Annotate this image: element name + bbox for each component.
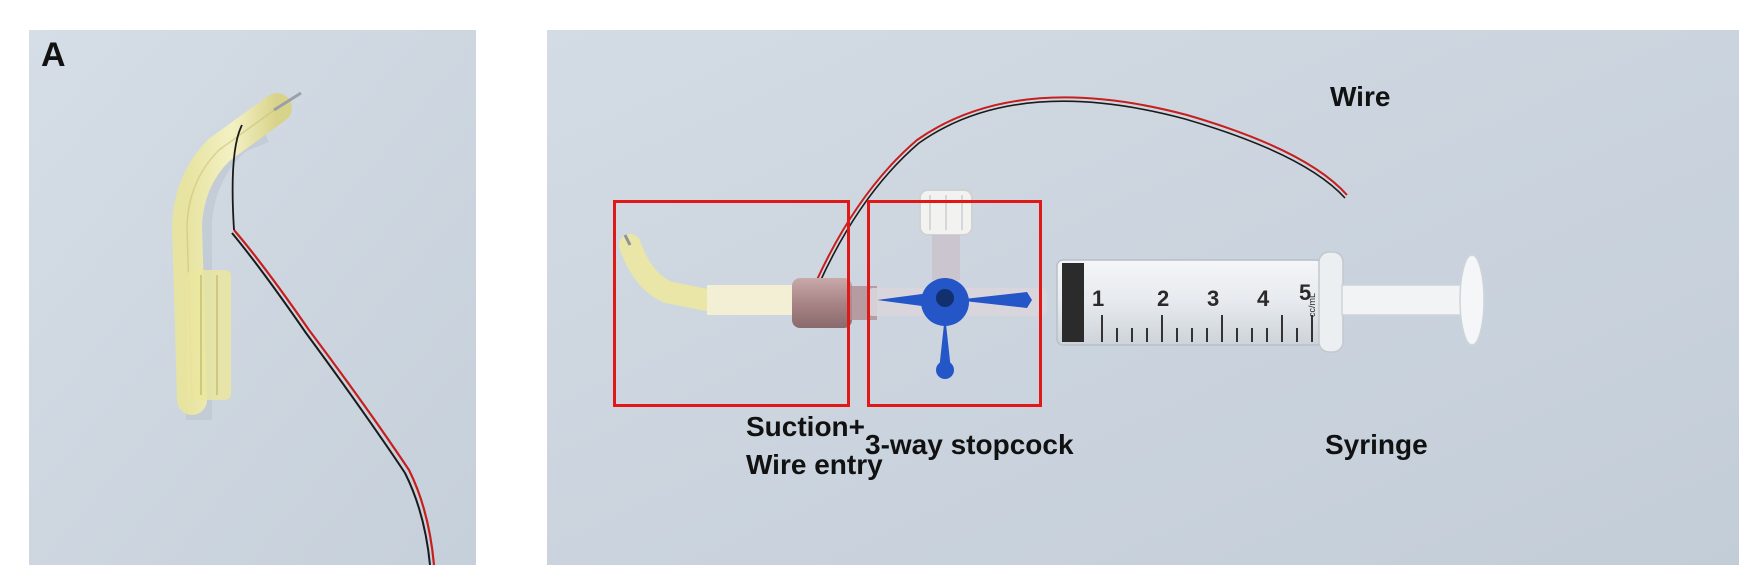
- syringe-mark-2: 2: [1157, 286, 1169, 311]
- panel-a-photo: A: [29, 30, 476, 565]
- highlight-box-suction: [613, 200, 850, 407]
- highlight-box-stopcock: [867, 200, 1042, 407]
- panel-label-a: A: [41, 36, 66, 74]
- suction-tip-photo: [29, 30, 476, 565]
- label-stopcock: 3-way stopcock: [865, 429, 1074, 460]
- label-suction-line1: Suction+: [746, 411, 866, 442]
- syringe-mark-4: 4: [1257, 286, 1270, 311]
- label-suction-line2: Wire entry: [746, 449, 883, 480]
- syringe-unit: cc/mL: [1307, 293, 1317, 317]
- label-wire: Wire: [1330, 81, 1391, 112]
- label-syringe: Syringe: [1325, 429, 1428, 460]
- syringe-mark-1: 1: [1092, 286, 1104, 311]
- syringe-mark-5: 5: [1299, 280, 1311, 305]
- syringe-mark-3: 3: [1207, 286, 1219, 311]
- assembly-photo: 1 2 3 4 5 6 cc/mL: [547, 30, 1739, 565]
- panel-b-photo: 1 2 3 4 5 6 cc/mL B Wire Suction+ Wire e…: [547, 30, 1739, 565]
